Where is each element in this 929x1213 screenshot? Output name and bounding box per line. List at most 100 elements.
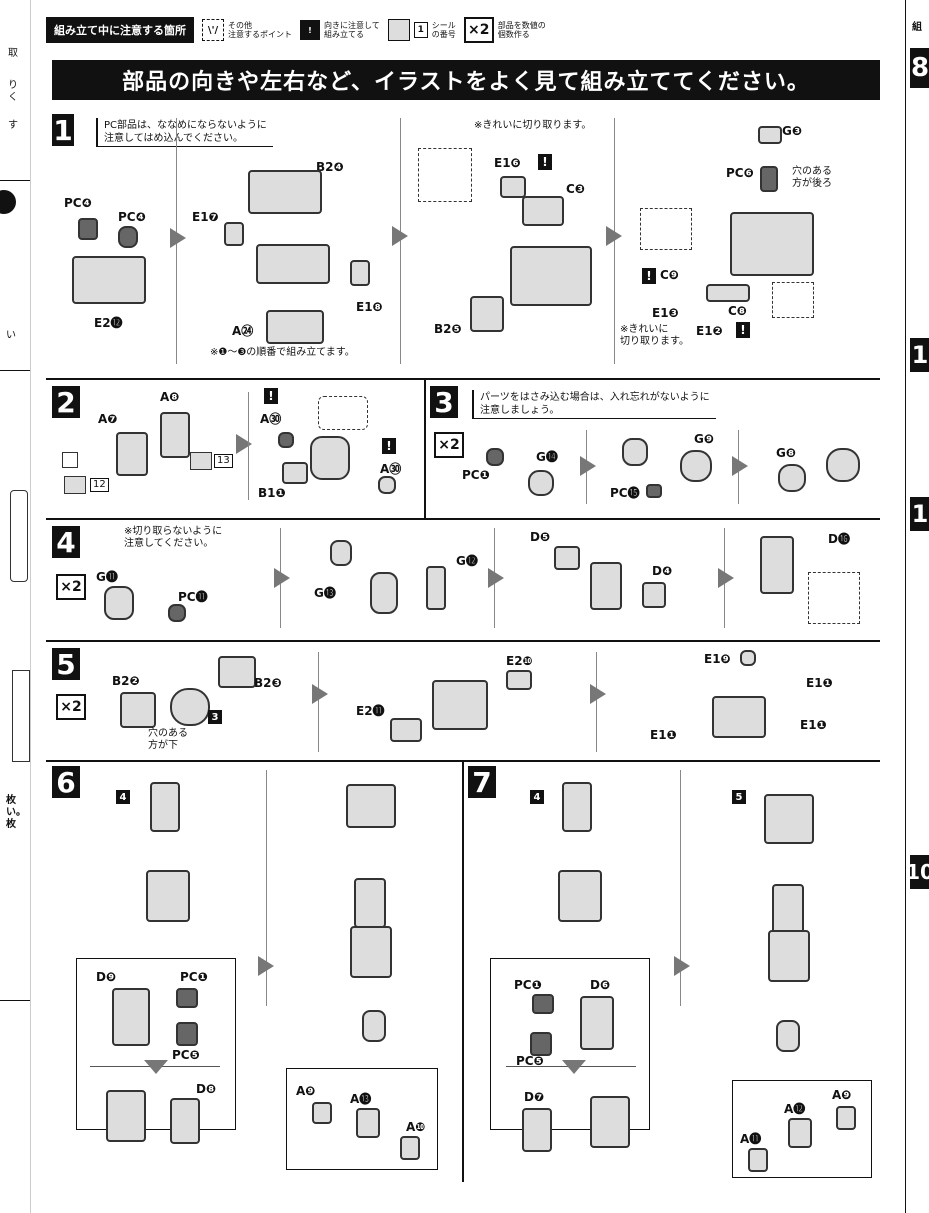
part-label: E1❼ (192, 210, 219, 224)
divider (680, 770, 681, 1006)
part-label: PC❶ (514, 978, 542, 992)
left-edge-text: す (8, 120, 18, 131)
b2-assembly (510, 246, 592, 306)
b1-part (282, 462, 308, 484)
leg-assembly (150, 782, 180, 832)
a-part (748, 1148, 768, 1172)
part-label: C❸ (566, 182, 585, 196)
leg-assembly (772, 884, 804, 934)
g-part (680, 450, 712, 482)
g-part (758, 126, 782, 144)
detail-callout (640, 208, 692, 250)
step-number: 10 (906, 855, 929, 889)
section-divider (46, 760, 880, 762)
pc-part (530, 1032, 552, 1056)
part-label: A❼ (98, 412, 118, 426)
hole-note: 穴のある 方が下 (148, 728, 188, 751)
leg-assembly (590, 562, 622, 610)
part-label: PC❶ (462, 468, 490, 482)
d-part (554, 546, 580, 570)
part-label: PC❺ (172, 1048, 200, 1062)
head-assembly (730, 212, 814, 276)
exclamation-icon: ! (300, 20, 320, 40)
step-reference: 3 (208, 710, 222, 724)
pc-part (118, 226, 138, 248)
a-part-small (278, 432, 294, 448)
step-reference: 5 (732, 790, 746, 804)
d-part (590, 1096, 630, 1148)
part-label: PC❹ (118, 210, 146, 224)
sticker-icon (62, 452, 78, 468)
foot-part (362, 1010, 386, 1042)
exclamation-icon: ! (382, 438, 396, 454)
part-label: A㉚ (380, 462, 402, 476)
arrow-right-icon (236, 434, 252, 454)
part-illustration (12, 670, 30, 762)
e1-part (500, 176, 526, 198)
e2-part (506, 670, 532, 690)
d-part (106, 1090, 146, 1142)
a-part (160, 412, 190, 458)
step-number: 1 (52, 113, 74, 147)
pc-part (78, 218, 98, 240)
part-label: A❿ (406, 1120, 426, 1134)
step-reference: 4 (116, 790, 130, 804)
step-reference: 4 (530, 790, 544, 804)
step-number: 7 (468, 766, 496, 799)
cut-note: ※きれいに切り取ります。 (474, 120, 592, 131)
step4-note: ※切り取らないように 注意してください。 (124, 526, 223, 549)
part-label: E2❿ (506, 654, 533, 668)
divider (462, 762, 464, 1182)
left-edge-text: 取 (8, 48, 18, 59)
part-label: C❾ (660, 268, 679, 282)
d-part (580, 996, 614, 1050)
part-label: D❼ (524, 1090, 545, 1104)
shoulder-assembly (346, 784, 396, 828)
leg-armor (146, 870, 190, 922)
g-part (622, 438, 648, 466)
a-part (312, 1102, 332, 1124)
section-divider (46, 378, 880, 380)
part-label: D⓰ (828, 532, 850, 546)
detail-box (76, 958, 236, 1130)
b2-part (248, 170, 322, 214)
shoulder-assembly (712, 696, 766, 738)
g-part (778, 464, 806, 492)
part-label: E1❻ (494, 156, 521, 170)
arrow-right-icon (258, 956, 274, 976)
part-label: E1❶ (806, 676, 833, 690)
a-part (116, 432, 148, 476)
divider (0, 370, 30, 371)
a-part (788, 1118, 812, 1148)
order-note: ※❶〜❸の順番で組み立てます。 (210, 347, 355, 358)
part-label: G⓮ (536, 450, 558, 464)
ball-joint (170, 688, 210, 726)
step-number: 6 (52, 766, 80, 799)
e2-part (72, 256, 146, 304)
part-label: E2⓬ (94, 316, 123, 330)
part-label: PC❺ (516, 1054, 544, 1068)
divider (0, 1000, 30, 1001)
part-label: C❽ (728, 304, 747, 318)
page-banner: 部品の向きや左右など、イラストをよく見て組み立ててください。 (52, 60, 880, 100)
x2-icon: ×2 (434, 432, 464, 458)
left-edge-text: い (6, 330, 16, 341)
step1-note: PC部品は、ななめにならないように 注意してはめ込んでください。 (96, 118, 273, 147)
g-part (426, 566, 446, 610)
divider (248, 392, 249, 500)
g-part (104, 586, 134, 620)
left-edge-text: り く (8, 80, 18, 103)
arrow-right-icon (718, 568, 734, 588)
part-label: A❾ (832, 1088, 852, 1102)
part-label: B2❹ (316, 160, 344, 174)
part-label: A㉚ (260, 412, 282, 426)
leg-armor (768, 930, 810, 982)
left-page-edge: 取 り く す い 枚 い。 枚 (0, 0, 31, 1213)
part-label: PC⓫ (178, 590, 208, 604)
detail-callout (808, 572, 860, 624)
b2-part (120, 692, 156, 728)
pc-part (532, 994, 554, 1014)
sticker-number-icon: 1 (413, 22, 428, 38)
sticker-icon (387, 19, 410, 41)
pc-part (486, 448, 504, 466)
